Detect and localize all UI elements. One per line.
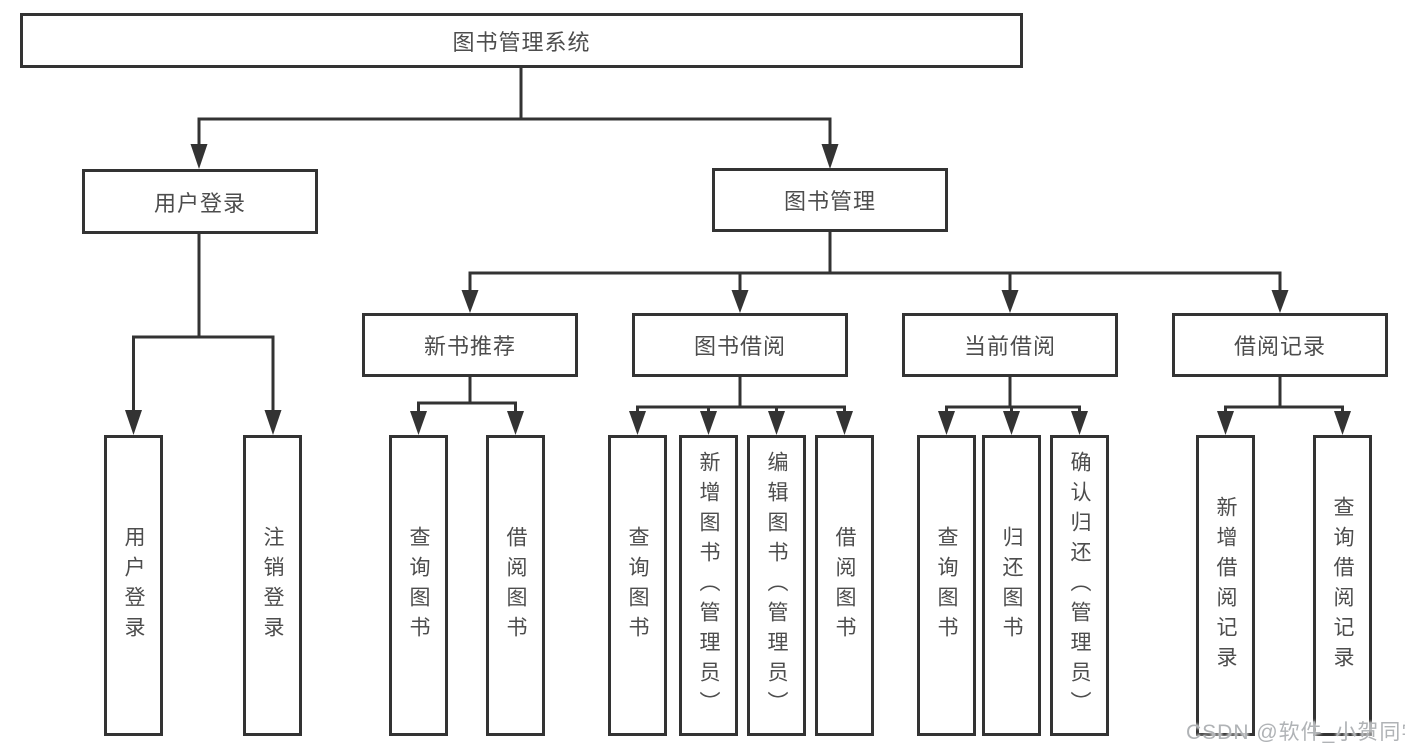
leaf-borrow-books-label: 借阅图书 [504, 525, 527, 646]
leaf-edit-books-admin-label: 编辑图书（管理员） [765, 450, 788, 721]
node-book-borrowing: 图书借阅 [632, 313, 848, 377]
leaf-logout-label: 注销登录 [261, 525, 284, 646]
leaf-confirm-return-admin-label: 确认归还（管理员） [1068, 450, 1091, 721]
node-book-management-label: 图书管理 [783, 189, 876, 214]
node-library-system-label: 图书管理系统 [452, 29, 591, 55]
node-user-login: 用户登录 [82, 169, 318, 234]
watermark: CSDN @软件_小贺同学 [1186, 721, 1405, 744]
leaf-add-books-admin-label: 新增图书（管理员） [697, 450, 720, 721]
leaf-query-books: 查询图书 [389, 435, 448, 736]
leaf-logout: 注销登录 [243, 435, 302, 736]
leaf-query-books-label: 查询图书 [626, 525, 649, 646]
node-library-system: 图书管理系统 [20, 13, 1023, 68]
leaf-query-books-label: 查询图书 [935, 525, 958, 646]
node-current-borrowing-label: 当前借阅 [963, 334, 1056, 359]
leaf-add-borrow-record-label: 新增借阅记录 [1214, 495, 1237, 676]
node-book-management: 图书管理 [712, 168, 948, 232]
leaf-query-books: 查询图书 [608, 435, 667, 736]
node-new-book-recommendation: 新书推荐 [362, 313, 578, 377]
leaf-user-login: 用户登录 [104, 435, 163, 736]
leaf-borrow-books: 借阅图书 [486, 435, 545, 736]
node-user-login-label: 用户登录 [153, 190, 246, 216]
leaf-add-books-admin: 新增图书（管理员） [679, 435, 738, 736]
leaf-borrow-books: 借阅图书 [815, 435, 874, 736]
leaf-query-books-label: 查询图书 [407, 525, 430, 646]
leaf-confirm-return-admin: 确认归还（管理员） [1050, 435, 1109, 736]
leaf-edit-books-admin: 编辑图书（管理员） [747, 435, 806, 736]
leaf-borrow-books-label: 借阅图书 [833, 525, 856, 646]
leaf-query-borrow-record-label: 查询借阅记录 [1331, 495, 1354, 676]
leaf-query-borrow-record: 查询借阅记录 [1313, 435, 1372, 736]
node-borrowing-records: 借阅记录 [1172, 313, 1388, 377]
node-current-borrowing: 当前借阅 [902, 313, 1118, 377]
leaf-return-books: 归还图书 [982, 435, 1041, 736]
node-book-borrowing-label: 图书借阅 [693, 334, 786, 359]
leaf-add-borrow-record: 新增借阅记录 [1196, 435, 1255, 736]
leaf-user-login-label: 用户登录 [122, 525, 145, 646]
node-new-book-recommendation-label: 新书推荐 [423, 334, 516, 359]
node-borrowing-records-label: 借阅记录 [1233, 334, 1326, 359]
leaf-return-books-label: 归还图书 [1000, 525, 1023, 646]
leaf-query-books: 查询图书 [917, 435, 976, 736]
